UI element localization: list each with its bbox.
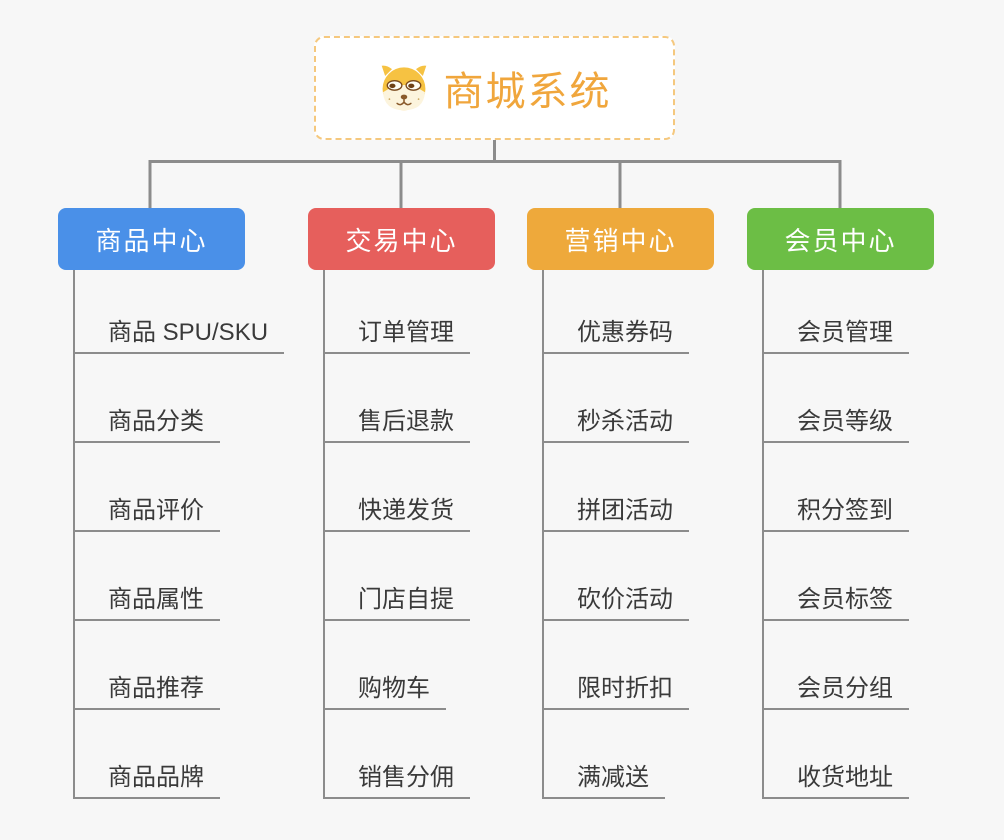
child-node[interactable]: 秒杀活动 xyxy=(544,354,689,443)
branch-children-list: 优惠券码秒杀活动拼团活动砍价活动限时折扣满减送 xyxy=(542,270,787,799)
root-node-mall-system[interactable]: 商城系统 xyxy=(314,36,675,140)
child-node[interactable]: 售后退款 xyxy=(325,354,470,443)
branch-column-2: 交易中心订单管理售后退款快递发货门店自提购物车销售分佣 xyxy=(308,208,568,799)
dog-face-icon xyxy=(381,65,426,111)
child-node[interactable]: 收货地址 xyxy=(764,710,909,799)
child-node[interactable]: 会员分组 xyxy=(764,621,909,710)
branch-node[interactable]: 营销中心 xyxy=(527,208,714,270)
child-node[interactable]: 购物车 xyxy=(325,621,446,710)
child-node[interactable]: 商品属性 xyxy=(75,532,220,621)
branch-children-list: 会员管理会员等级积分签到会员标签会员分组收货地址 xyxy=(762,270,1004,799)
branch-children-list: 订单管理售后退款快递发货门店自提购物车销售分佣 xyxy=(323,270,568,799)
branch-node[interactable]: 交易中心 xyxy=(308,208,495,270)
child-node[interactable]: 会员等级 xyxy=(764,354,909,443)
child-node[interactable]: 快递发货 xyxy=(325,443,470,532)
child-node[interactable]: 商品 SPU/SKU xyxy=(75,270,285,354)
child-node[interactable]: 订单管理 xyxy=(325,270,470,354)
child-node[interactable]: 会员管理 xyxy=(764,270,909,354)
child-node[interactable]: 积分签到 xyxy=(764,443,909,532)
child-node[interactable]: 商品品牌 xyxy=(75,710,220,799)
child-node[interactable]: 门店自提 xyxy=(325,532,470,621)
child-node[interactable]: 砍价活动 xyxy=(544,532,689,621)
root-node-title: 商城系统 xyxy=(443,70,612,114)
child-node[interactable]: 优惠券码 xyxy=(544,270,689,354)
child-node[interactable]: 拼团活动 xyxy=(544,443,689,532)
child-node[interactable]: 限时折扣 xyxy=(544,621,689,710)
child-node[interactable]: 商品推荐 xyxy=(75,621,220,710)
child-node[interactable]: 商品评价 xyxy=(75,443,220,532)
branch-node[interactable]: 商品中心 xyxy=(58,208,245,270)
branch-node[interactable]: 会员中心 xyxy=(747,208,934,270)
child-node[interactable]: 商品分类 xyxy=(75,354,220,443)
child-node[interactable]: 会员标签 xyxy=(764,532,909,621)
child-node[interactable]: 销售分佣 xyxy=(325,710,470,799)
branch-column-3: 营销中心优惠券码秒杀活动拼团活动砍价活动限时折扣满减送 xyxy=(527,208,787,799)
child-node[interactable]: 满减送 xyxy=(544,710,665,799)
branch-column-4: 会员中心会员管理会员等级积分签到会员标签会员分组收货地址 xyxy=(747,208,1004,799)
